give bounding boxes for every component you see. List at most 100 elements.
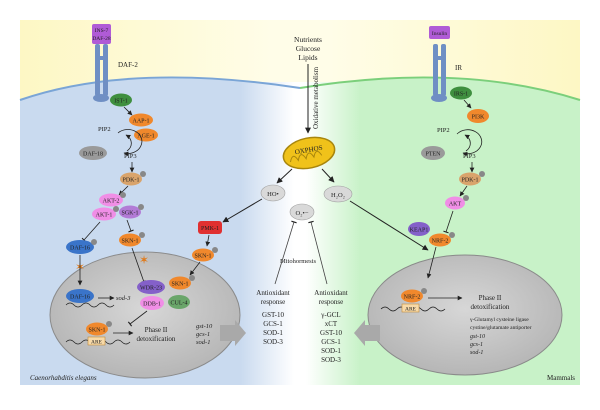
left-pip-cycle — [117, 129, 143, 157]
irs1-node — [450, 86, 472, 100]
wdr23-label: WDR-23 — [140, 286, 162, 292]
sgk1-phospho — [138, 204, 144, 210]
superoxide-label: O₂•− — [296, 210, 309, 217]
skn1-mid-label: SKN-1 — [194, 254, 211, 260]
skn1-dna-node — [86, 322, 108, 336]
right-phase2-line2: detoxification — [471, 303, 510, 311]
skn1-nuc-phospho — [189, 275, 195, 281]
aap1-node — [129, 113, 153, 127]
hydroxyl-label: HO• — [267, 191, 279, 198]
right-response-item-1: γ-GCL — [320, 311, 340, 319]
left-response-title-1: Antioxidant — [256, 289, 289, 297]
ros-to-pmk1-arrow — [222, 198, 263, 223]
daf16-cyto-phospho — [91, 239, 97, 245]
left-response-item-1: GST-10 — [262, 311, 284, 319]
left-pip2-label: PIP2 — [98, 126, 111, 133]
hydrogen-peroxide — [323, 185, 353, 203]
peroxide-label: H₂O₂ — [331, 192, 345, 199]
left-nucleus — [49, 251, 241, 379]
insulin-receptor — [431, 44, 447, 102]
skn1-mid-phospho — [212, 247, 218, 253]
irs1-label: IRS-1 — [454, 92, 468, 98]
pten-node — [421, 146, 445, 160]
left-gene-1: gst-10 — [196, 323, 213, 330]
nrf2-cyto-label: NRF-2 — [432, 239, 449, 245]
daf18-node — [79, 146, 107, 160]
left-organism-label: Caenorhabditis elegans — [30, 374, 97, 382]
akt-label: AKT — [449, 202, 462, 208]
stimuli-line-1: Nutrients — [294, 35, 322, 44]
akt-to-skn1-inhibit — [126, 219, 134, 233]
right-nucleus — [367, 254, 563, 376]
akt-to-daf16-inhibit — [81, 221, 101, 243]
wdr23-node — [137, 280, 165, 294]
pdk1-left-phospho — [140, 171, 146, 177]
pdk1-left-node — [120, 172, 142, 186]
pdk1-right-phospho — [479, 171, 485, 177]
keap1-label: KEAP1 — [410, 228, 429, 234]
left-response-item-2: GCS-1 — [263, 320, 283, 328]
left-response-item-3: SOD-1 — [263, 329, 283, 337]
nrf2-cyto-node — [429, 233, 451, 247]
left-gene-3: sod-1 — [196, 339, 210, 346]
mitochondrion: OXPHOS — [282, 136, 336, 170]
right-pip-cycle-back — [464, 134, 471, 152]
pmk1-to-skn1-arrow — [205, 234, 211, 247]
insulin-ligand — [429, 26, 450, 39]
left-are-box — [87, 336, 106, 346]
skn1-nuc-label: SKN-1 — [171, 282, 188, 288]
age1-label: AGE-1 — [137, 134, 154, 140]
akt2-node — [99, 193, 123, 207]
akt2-label: AKT-2 — [103, 199, 120, 205]
cul4-node — [168, 295, 190, 309]
right-response-item-6: SOD-3 — [321, 356, 341, 364]
right-response-item-5: SOD-1 — [321, 347, 341, 355]
right-pip3-label: PIP3 — [463, 153, 476, 160]
cell-membrane-right — [299, 76, 581, 101]
daf16-cyto-label: DAF-16 — [70, 246, 90, 252]
akt1-node — [92, 207, 116, 221]
skn1-cyto-label: SKN-1 — [121, 239, 138, 245]
insulin-label: Insulin — [432, 31, 448, 37]
left-pip-cycle-back — [125, 134, 132, 152]
skn1-cyto-node — [119, 233, 141, 247]
daf2-receptor — [93, 44, 109, 102]
left-phase2-line1: Phase II — [145, 326, 168, 334]
ddb1-label: DDB-1 — [143, 302, 161, 308]
sgk1-label: SGK-1 — [121, 211, 138, 217]
left-pip3-label: PIP3 — [124, 153, 137, 160]
pdk1-left-label: PDK-1 — [122, 178, 139, 184]
pdk1-right-label: PDK-1 — [461, 178, 478, 184]
right-pip2-label: PIP2 — [437, 127, 450, 134]
sod3-label: sod-3 — [116, 295, 131, 302]
skn1-block-mark: ✶ — [139, 253, 149, 267]
akt-to-nrf2-inhibit — [443, 210, 454, 234]
left-dna-top — [65, 302, 115, 308]
akt1-phospho — [113, 206, 119, 212]
right-gene-2: gcs-1 — [470, 342, 483, 348]
superoxide — [289, 203, 315, 221]
right-organism-label: Mammals — [547, 374, 575, 382]
daf16-cyto-node — [66, 240, 94, 254]
stimuli-line-3: Lipids — [298, 53, 317, 62]
akt1-label: AKT-1 — [96, 213, 113, 219]
mito-to-peroxide-arrow — [321, 168, 335, 183]
right-response-item-2: xCT — [325, 320, 338, 328]
skn1-dna-label: SKN-1 — [88, 328, 105, 334]
aap1-label: AAP-1 — [132, 119, 149, 125]
ros-to-nrf2-arrow — [349, 200, 429, 251]
left-response-inhibition — [274, 220, 297, 285]
nrf2-to-nucleus-arrow — [426, 246, 437, 279]
ir-label: IR — [455, 64, 462, 72]
daf16-nuc-node — [66, 289, 94, 303]
nrf2-cyto-phospho — [449, 232, 455, 238]
skn1-to-nucleus-arrow — [131, 247, 146, 286]
right-response-item-3: GST-10 — [320, 329, 342, 337]
right-are-box — [401, 303, 420, 313]
mitohormesis-label: Mitohormesis — [280, 258, 317, 265]
daf28-label: DAF-28 — [92, 36, 111, 42]
pten-label: PTEN — [426, 152, 442, 158]
daf18-label: DAF-18 — [83, 152, 103, 158]
oxidative-metabolism-label: Oxidative metabolism — [312, 66, 320, 129]
